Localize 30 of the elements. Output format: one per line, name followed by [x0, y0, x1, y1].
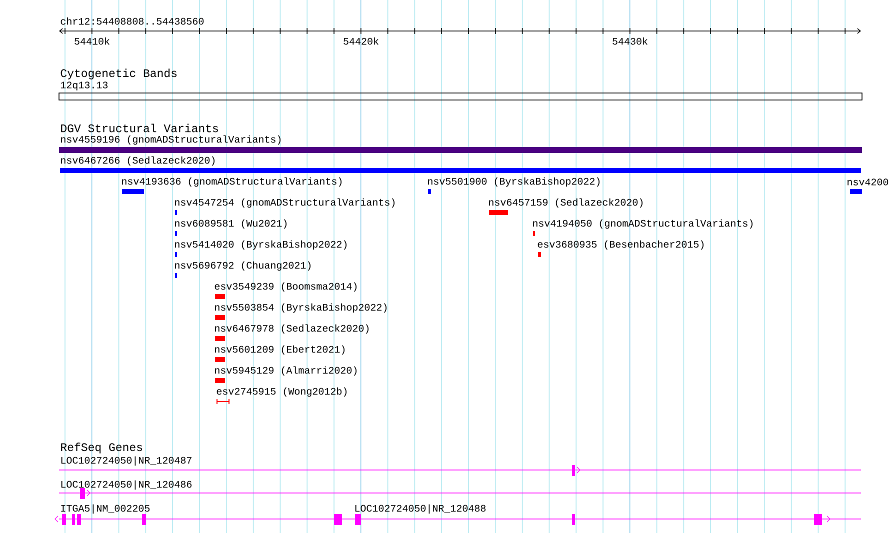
- feature-label: nsv4200: [848, 178, 888, 186]
- feature-label: nsv5601209 (Ebert2021): [215, 345, 345, 355]
- coordinate-label: chr12:54408808..54438560: [60, 17, 204, 25]
- gene-label: LOC102724050|NR_120486: [61, 480, 192, 490]
- track-title: DGV Structural Variants: [61, 124, 218, 132]
- feature-label: nsv6089581 (Wu2021): [175, 219, 287, 229]
- feature-label: esv2745915 (Wong2012b): [216, 387, 347, 397]
- track-title: Cytogenetic Bands: [60, 68, 177, 80]
- feature-label: nsv4193636 (gnomADStructuralVariants): [122, 177, 342, 187]
- feature-label: nsv4547254 (gnomADStructuralVariants): [175, 198, 395, 208]
- gene-label: LOC102724050|NR_120487: [61, 456, 192, 466]
- gene-label: ITGA5|NM_002205: [61, 504, 150, 514]
- feature-label: nsv4559196 (gnomADStructuralVariants): [61, 135, 281, 145]
- feature-label: nsv5503854 (ByrskaBishop2022): [215, 303, 387, 313]
- feature-label: nsv5414020 (ByrskaBishop2022): [175, 240, 347, 250]
- feature-label: nsv4194050 (gnomADStructuralVariants): [533, 219, 753, 229]
- tick-label: 54430k: [612, 37, 648, 45]
- feature-label: nsv6467266 (Sedlazeck2020): [61, 156, 215, 166]
- feature-label: esv3680935 (Besenbacher2015): [538, 240, 704, 250]
- feature-label: nsv5945129 (Almarri2020): [215, 366, 357, 376]
- gene-label: LOC102724050|NR_120488: [355, 504, 486, 514]
- tick-label: 54410k: [74, 37, 110, 45]
- track-title: RefSeq Genes: [61, 442, 142, 454]
- feature-label: nsv5501900 (ByrskaBishop2022): [428, 177, 600, 187]
- feature-label: 12q13.13: [60, 82, 108, 90]
- feature-label: nsv6457159 (Sedlazeck2020): [489, 198, 643, 208]
- feature-label: nsv6467978 (Sedlazeck2020): [215, 324, 369, 334]
- feature-label: esv3549239 (Boomsma2014): [214, 282, 357, 292]
- tick-label: 54420k: [344, 37, 378, 45]
- feature-label: nsv5696792 (Chuang2021): [175, 261, 311, 271]
